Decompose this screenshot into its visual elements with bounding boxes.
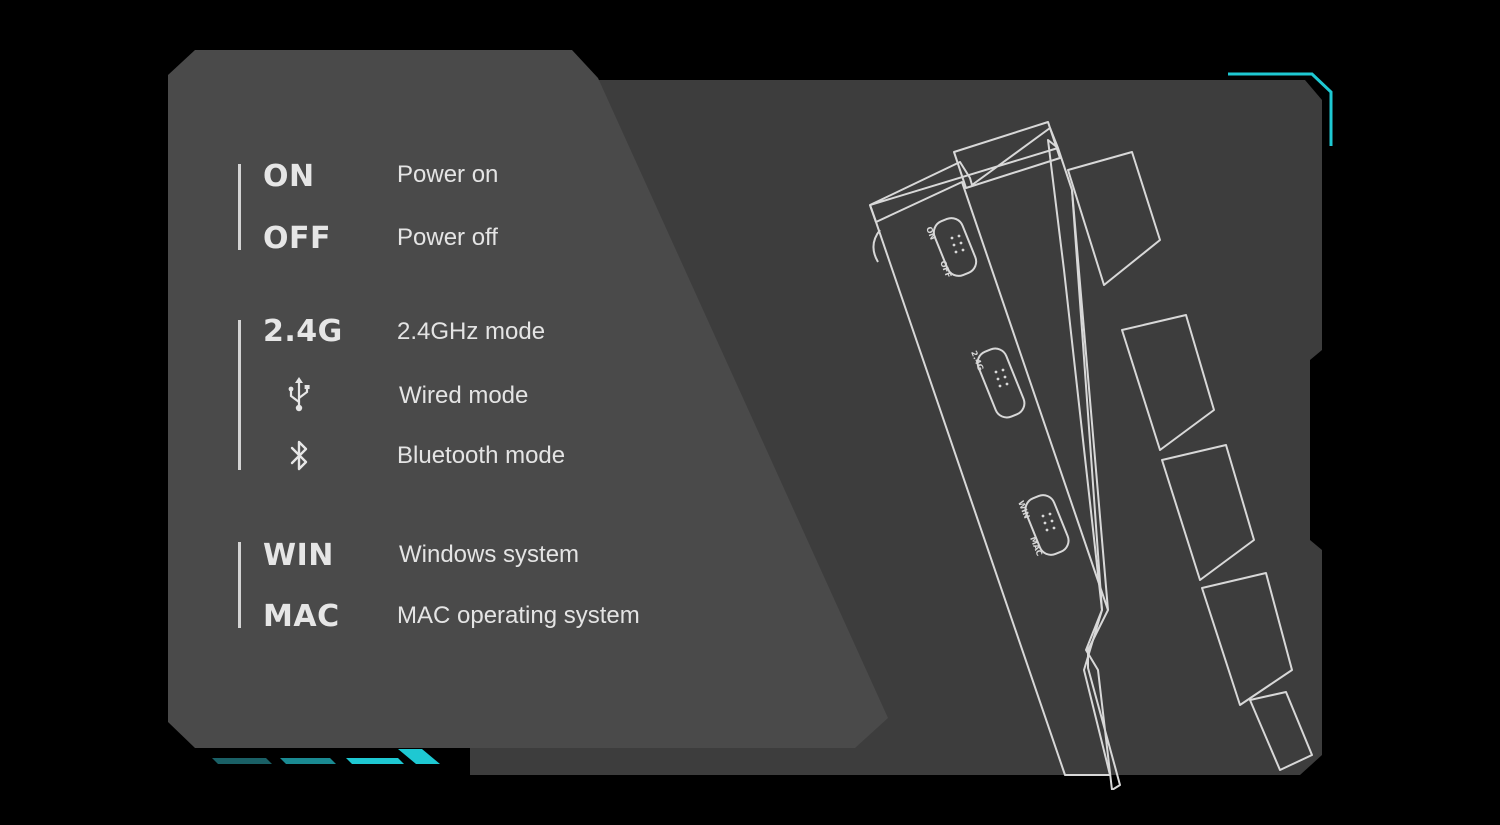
accent-corner bbox=[1228, 72, 1333, 146]
code-on: ON bbox=[263, 159, 315, 194]
desc-power-off: Power off bbox=[397, 224, 498, 251]
desc-mac-system: MAC operating system bbox=[397, 602, 640, 629]
switch-power bbox=[932, 217, 978, 277]
accent-bar-4 bbox=[398, 749, 440, 764]
keycap-5 bbox=[1249, 691, 1313, 771]
code-2-4g: 2.4G bbox=[263, 314, 343, 349]
switch-label-off: OFF bbox=[938, 259, 953, 279]
front-panel bbox=[168, 50, 888, 748]
group-divider-power bbox=[238, 164, 241, 250]
keycap-4 bbox=[1201, 572, 1293, 706]
usb-icon bbox=[284, 376, 314, 414]
desc-power-on: Power on bbox=[397, 161, 499, 188]
group-divider-os bbox=[238, 542, 241, 628]
keycap-3 bbox=[1161, 444, 1255, 581]
code-off: OFF bbox=[263, 221, 331, 256]
foot bbox=[872, 229, 881, 263]
desc-bluetooth-mode: Bluetooth mode bbox=[397, 442, 566, 469]
accent-bar-1 bbox=[212, 758, 272, 764]
chassis-body bbox=[869, 189, 1111, 776]
accent-bar-2 bbox=[280, 758, 336, 764]
desc-windows-system: Windows system bbox=[399, 541, 580, 568]
bluetooth-icon bbox=[284, 437, 314, 475]
accent-bar-3 bbox=[346, 758, 404, 764]
code-win: WIN bbox=[263, 538, 334, 573]
code-mac: MAC bbox=[263, 599, 340, 634]
switch-mode bbox=[976, 347, 1026, 419]
group-divider-mode bbox=[238, 320, 241, 470]
switch-label-mac: MAC bbox=[1028, 535, 1044, 557]
top-cap bbox=[953, 121, 1061, 189]
keyboard-side-illustration: ON OFF 2.4G WIN MAC bbox=[869, 121, 1313, 790]
desc-2-4ghz-mode: 2.4GHz mode bbox=[397, 318, 546, 345]
chassis-inner bbox=[875, 181, 1109, 611]
chassis-outline bbox=[869, 127, 1121, 790]
desc-wired-mode: Wired mode bbox=[399, 382, 529, 409]
switch-os bbox=[1024, 494, 1070, 556]
keycap-1 bbox=[1067, 151, 1161, 286]
keycap-2 bbox=[1121, 314, 1215, 451]
switch-label-win: WIN bbox=[1016, 499, 1031, 520]
